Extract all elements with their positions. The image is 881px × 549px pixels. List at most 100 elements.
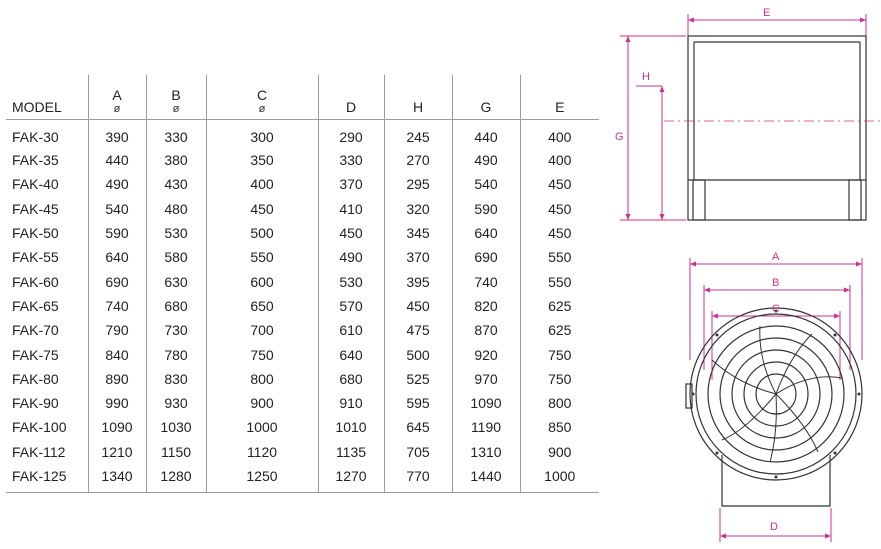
dimension-cell: 800	[206, 366, 319, 391]
dimension-cell: 300	[206, 119, 319, 148]
dimension-cell: 640	[452, 220, 521, 246]
dimension-cell: 410	[318, 196, 385, 221]
dimension-cell: 1120	[206, 439, 319, 464]
dimension-cell: 490	[88, 172, 147, 197]
dimension-cell: 645	[384, 415, 453, 440]
dimension-cell: 480	[146, 196, 207, 221]
dimension-cell: 840	[88, 342, 147, 367]
dimension-cell: 1340	[88, 463, 147, 494]
dimension-cell: 790	[88, 318, 147, 343]
dimension-cell: 450	[384, 293, 453, 319]
dimension-cell: 450	[318, 220, 385, 246]
dimension-cell: 330	[146, 119, 207, 148]
dim-label-d: D	[770, 521, 778, 533]
dimension-cell: 780	[146, 342, 207, 367]
dimension-cell: 640	[318, 342, 385, 367]
dim-label-a: A	[772, 251, 780, 263]
dimension-cell: 595	[384, 390, 453, 416]
dimension-cell: 475	[384, 318, 453, 343]
dimension-cell: 380	[146, 148, 207, 173]
dimension-cell: 440	[452, 119, 521, 148]
model-cell: FAK-35	[6, 148, 89, 173]
dimension-cell: 650	[206, 293, 319, 319]
dimension-cell: 740	[452, 269, 521, 294]
model-cell: FAK-75	[6, 342, 89, 367]
dimension-cell: 700	[206, 318, 319, 343]
dimension-cell: 430	[146, 172, 207, 197]
side-view-drawing: E H G	[615, 7, 880, 221]
dimension-cell: 450	[548, 225, 572, 242]
header-g: G	[452, 75, 521, 120]
dimension-cell: 630	[146, 269, 207, 294]
dimension-cell: 1310	[452, 439, 521, 464]
dimension-cell: 1270	[318, 463, 385, 494]
model-cell: FAK-40	[6, 172, 89, 197]
dimension-cell: 610	[318, 318, 385, 343]
model-cell: FAK-50	[6, 220, 89, 246]
dimension-cell: 395	[384, 269, 453, 294]
dimension-cell: 550	[548, 249, 572, 266]
dimension-cell: 850	[548, 419, 572, 436]
dimension-cell: 930	[146, 390, 207, 416]
dimension-cell: 1010	[318, 415, 385, 440]
dimension-cell: 990	[88, 390, 147, 416]
dimension-cell: 390	[88, 119, 147, 148]
dimension-cell: 350	[206, 148, 319, 173]
dimension-cell: 1150	[146, 439, 207, 464]
model-cell: FAK-80	[6, 366, 89, 391]
dimension-cell: 500	[206, 220, 319, 246]
header-d: D	[318, 75, 385, 120]
dimension-cell: 1090	[88, 415, 147, 440]
dimension-cell: 525	[384, 366, 453, 391]
model-cell: FAK-60	[6, 269, 89, 294]
dimension-cell: 625	[548, 322, 572, 339]
dimension-cell: 450	[206, 196, 319, 221]
dimension-cell: 530	[146, 220, 207, 246]
dimension-cell: 540	[88, 196, 147, 221]
dim-label-g: G	[615, 131, 624, 143]
dimension-cell: 750	[206, 342, 319, 367]
dimension-cell: 740	[88, 293, 147, 319]
dimension-cell: 800	[548, 395, 572, 412]
dimension-cell: 830	[146, 366, 207, 391]
dimension-cell: 440	[88, 148, 147, 173]
model-cell: FAK-112	[6, 439, 89, 464]
dimension-cell: 270	[384, 148, 453, 173]
dimension-cell: 590	[452, 196, 521, 221]
dimension-cell: 600	[206, 269, 319, 294]
dimension-cell: 370	[384, 245, 453, 270]
dimension-cell: 890	[88, 366, 147, 391]
dimension-cell: 730	[146, 318, 207, 343]
dimension-cell: 1440	[452, 463, 521, 494]
dimension-cell: 450	[548, 200, 572, 217]
header-e: E	[520, 75, 599, 120]
dimension-cell: 820	[452, 293, 521, 319]
dim-label-b: B	[772, 277, 779, 289]
dim-label-e: E	[763, 7, 770, 19]
dimension-cell: 550	[548, 273, 572, 290]
dimension-cell: 690	[88, 269, 147, 294]
dimension-cell: 705	[384, 439, 453, 464]
dimension-cell: 970	[452, 366, 521, 391]
model-cell: FAK-55	[6, 245, 89, 270]
dimension-cell: 1000	[206, 415, 319, 440]
dimension-cell: 900	[548, 443, 572, 460]
header-h: H	[384, 75, 453, 120]
dimension-cell: 530	[318, 269, 385, 294]
dim-label-c: C	[772, 303, 780, 315]
dimension-cell: 1000	[520, 463, 599, 494]
dimension-cell: 590	[88, 220, 147, 246]
